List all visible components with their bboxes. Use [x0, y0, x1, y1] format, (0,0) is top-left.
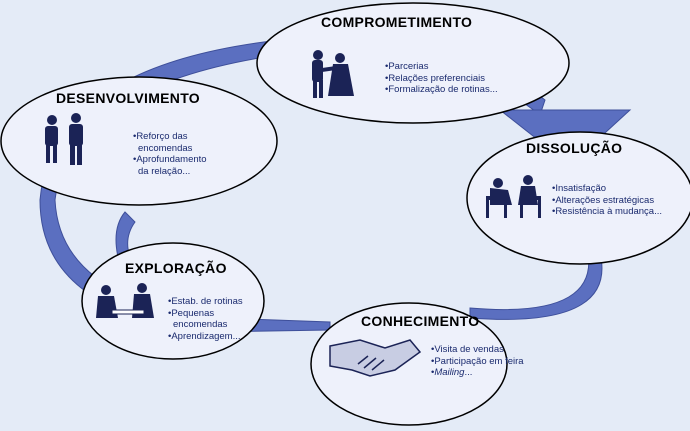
stage-title-exploracao: EXPLORAÇÃO [125, 260, 227, 276]
bullet-item: •Parcerias [385, 61, 429, 72]
stage-title-conhecimento: CONHECIMENTO [361, 313, 480, 329]
bullets-comprometimento: •Parcerias •Relações preferenciais •Form… [385, 61, 498, 96]
bullets-conhecimento: •Visita de vendas •Participação em feira… [431, 344, 524, 379]
bullet-item: •Estab. de rotinas [168, 296, 243, 307]
bullet-item: •Participação em feira [431, 355, 524, 367]
bullet-item: •Alterações estratégicas [552, 194, 655, 206]
ellipse-conhecimento [310, 302, 508, 426]
bullet-item: •Pequenas [168, 307, 215, 319]
bullet-item: •Insatisfação [552, 183, 607, 194]
bullet-item: •Resistência à mudança... [552, 206, 662, 217]
bullet-item: •Aprofundamento [133, 154, 207, 165]
handshake-icon [329, 339, 422, 377]
bullet-item: encomendas [173, 319, 228, 330]
bullet-item: •Mailing... [431, 367, 524, 379]
stage-title-dissolucao: DISSOLUÇÃO [526, 140, 623, 156]
bullet-item: •Reforço das [133, 131, 188, 142]
bullets-exploracao: •Estab. de rotinas •Pequenas encomendas … [168, 296, 243, 342]
bullet-item: encomendas [138, 142, 193, 154]
bullet-item: da relação... [138, 165, 191, 177]
bullet-item: •Visita de vendas [431, 344, 504, 355]
bullet-ellipsis: ... [464, 367, 473, 378]
bullets-dissolucao: •Insatisfação •Alterações estratégicas •… [552, 183, 662, 218]
ellipse-dissolucao [466, 131, 690, 265]
ellipse-desenvolvimento [0, 76, 278, 206]
bullet-item: •Aprendizagem... [168, 330, 241, 342]
two-people-standing-icon [45, 113, 83, 165]
bullet-mailing: Mailing [434, 367, 465, 378]
bullets-desenvolvimento: •Reforço das encomendas •Aprofundamento … [133, 131, 207, 177]
two-people-seated-icon [486, 175, 541, 218]
bullet-marker: • [431, 367, 435, 378]
cycle-arrow-band-right [469, 239, 603, 320]
stage-title-desenvolvimento: DESENVOLVIMENTO [56, 90, 201, 106]
bullet-item: •Relações preferenciais [385, 72, 485, 84]
stage-title-comprometimento: COMPROMETIMENTO [321, 14, 473, 30]
ellipse-exploracao [81, 242, 265, 360]
dancing-couple-icon [312, 50, 354, 98]
bullet-item: •Formalização de rotinas... [385, 84, 498, 95]
people-at-desk-icon [96, 283, 154, 318]
